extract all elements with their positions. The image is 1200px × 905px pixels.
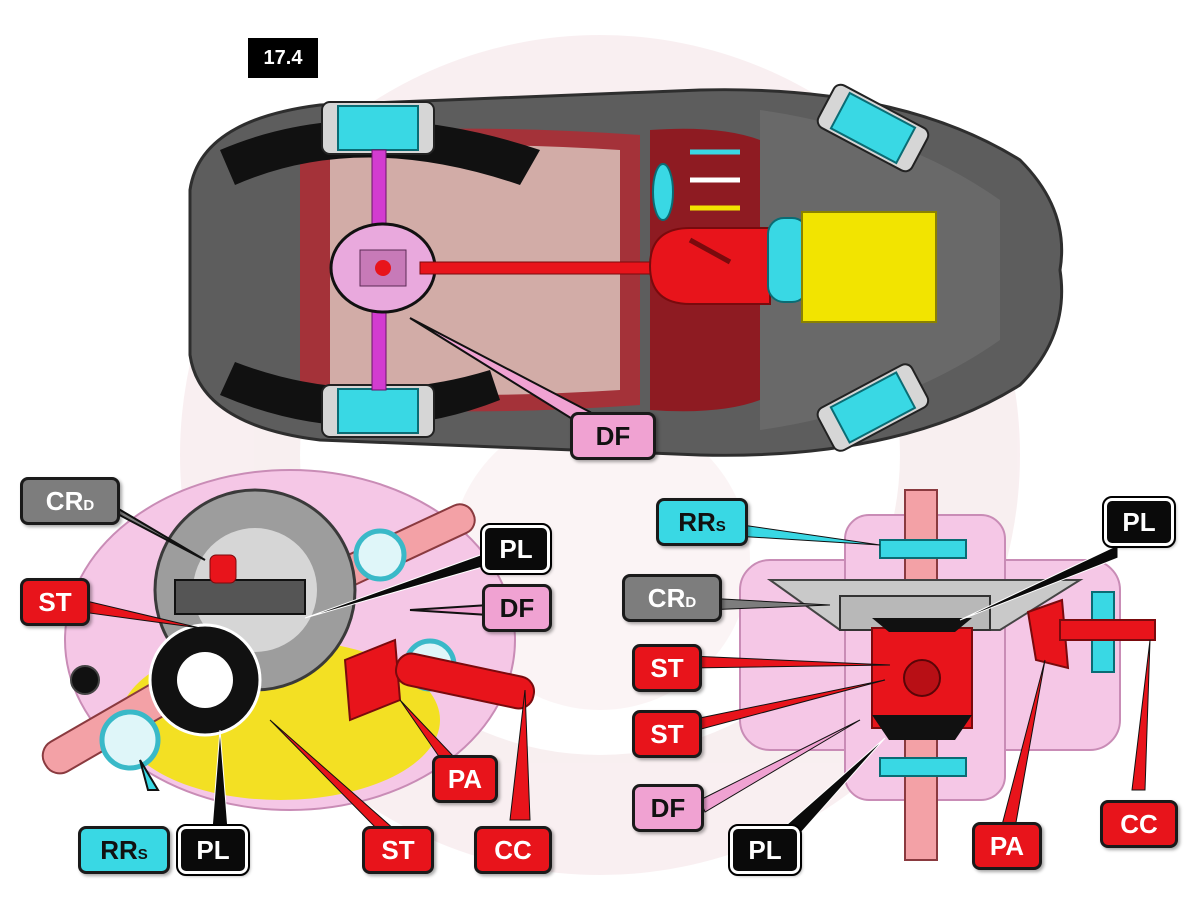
label-text: DF — [650, 792, 686, 823]
label-pl-right-top: PL — [1102, 496, 1176, 548]
label-text: CR — [45, 485, 84, 516]
label-text: CC — [1120, 808, 1158, 839]
bearing-top — [879, 539, 967, 559]
label-text: ST — [381, 834, 415, 865]
label-pl-left-bottom: PL — [176, 824, 250, 876]
label-subscript: D — [83, 496, 95, 514]
label-st-right-1: ST — [632, 644, 702, 692]
bearing-bottom — [879, 757, 967, 777]
label-text: PL — [748, 834, 782, 865]
pedals — [652, 149, 740, 221]
label-text: RR — [100, 834, 138, 865]
pointer-cc-right — [1131, 639, 1151, 791]
planet-carrier — [174, 579, 306, 615]
label-text: PA — [989, 830, 1025, 861]
rear-left-wheel — [321, 101, 435, 155]
right-pinion — [1026, 598, 1070, 670]
label-text: ST — [650, 652, 684, 683]
bearing-left — [99, 709, 161, 771]
label-pa-right: PA — [972, 822, 1042, 870]
front-right-wheel — [816, 363, 930, 452]
pointer-cc-left — [509, 689, 531, 821]
label-text: ST — [650, 718, 684, 749]
label-text: PL — [1122, 506, 1156, 537]
figure-number: 17.4 — [248, 38, 318, 78]
label-text: DF — [595, 420, 631, 451]
label-text: PL — [499, 533, 533, 564]
front-left-wheel — [816, 83, 930, 173]
label-df-left: DF — [482, 584, 552, 632]
rear-right-wheel — [321, 384, 435, 438]
label-text: RR — [678, 506, 716, 537]
label-subscript: D — [685, 593, 697, 611]
label-text: CR — [647, 582, 686, 613]
label-subscript: S — [715, 517, 726, 535]
label-st-left: ST — [20, 578, 90, 626]
driveshaft — [419, 261, 671, 275]
label-pl-left-top: PL — [480, 523, 552, 575]
label-text: PA — [447, 763, 483, 794]
engine — [801, 211, 937, 323]
car-differential — [329, 222, 437, 314]
label-pl-right-bottom: PL — [728, 824, 802, 876]
pointer-pl-top-right — [959, 544, 1119, 621]
gearbox — [648, 227, 771, 305]
callout-pointers — [81, 317, 1151, 846]
label-cc-left: CC — [474, 826, 552, 874]
label-cc-right: CC — [1100, 800, 1178, 848]
left-pinion — [343, 638, 536, 722]
label-text: DF — [499, 592, 535, 623]
left-differential-view — [41, 469, 536, 811]
label-subscript: S — [137, 845, 148, 863]
label-pa-left: PA — [432, 755, 498, 803]
label-st-left-bottom: ST — [362, 826, 434, 874]
label-df-right: DF — [632, 784, 704, 832]
bearing-right — [353, 528, 407, 582]
label-text: PL — [196, 834, 230, 865]
pointer-rrs-left — [139, 759, 160, 791]
label-df-car: DF — [570, 412, 656, 460]
label-text: ST — [38, 586, 72, 617]
label-st-right-2: ST — [632, 710, 702, 758]
label-text: CC — [494, 834, 532, 865]
right-differential-view — [739, 489, 1156, 861]
